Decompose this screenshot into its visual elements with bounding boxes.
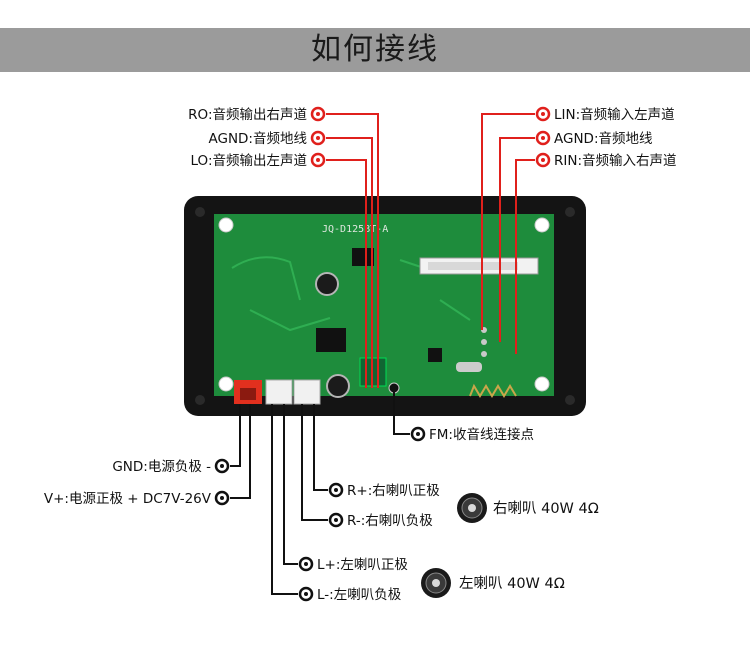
- crystal: [456, 362, 482, 372]
- screw-hole: [565, 395, 575, 405]
- mcu-chip: [428, 348, 442, 362]
- screw-hole: [565, 207, 575, 217]
- label-lplus: L+:左喇叭正极: [317, 557, 408, 573]
- label-rin: RIN:音频输入右声道: [554, 152, 677, 169]
- page-title: 如何接线: [311, 32, 439, 67]
- mount-hole: [534, 217, 550, 233]
- header-bar: 如何接线: [0, 28, 750, 72]
- label-rminus: R-:右喇叭负极: [347, 513, 433, 529]
- bt-module-pins: [428, 262, 518, 270]
- label-ro: RO:音频输出右声道: [188, 106, 307, 123]
- pcb-antenna: [469, 383, 517, 398]
- mount-hole: [218, 217, 234, 233]
- left-speaker-connector: [293, 379, 321, 405]
- mount-hole: [218, 376, 234, 392]
- screw-hole: [195, 207, 205, 217]
- ic-chip: [352, 248, 374, 266]
- fm-pad: [388, 382, 400, 394]
- label-right-speaker: 右喇叭 40W 4Ω: [493, 500, 599, 517]
- label-lin: LIN:音频输入左声道: [554, 106, 675, 123]
- audio-input-wires: [481, 113, 535, 354]
- ring-markers: [214, 106, 551, 602]
- label-left-speaker: 左喇叭 40W 4Ω: [459, 575, 565, 592]
- right-speaker-connector: [265, 379, 293, 405]
- label-vplus: V+:电源正极 + DC7V-26V: [44, 491, 212, 507]
- mount-hole: [534, 376, 550, 392]
- label-rplus: R+:右喇叭正极: [347, 483, 440, 499]
- label-gnd: GND:电源负极 -: [112, 459, 211, 475]
- input-pad: [481, 339, 487, 345]
- label-lo: LO:音频输出左声道: [191, 152, 307, 169]
- label-fm: FM:收音线连接点: [429, 426, 534, 443]
- power-speaker-wires: [230, 392, 410, 595]
- right-speaker-icon: [457, 493, 487, 523]
- left-speaker-icon: [421, 568, 451, 598]
- power-connector-socket: [240, 388, 256, 400]
- label-lminus: L-:左喇叭负极: [317, 587, 402, 603]
- audio-output-wires: [326, 113, 379, 388]
- amp-chip: [316, 328, 346, 352]
- capacitor: [326, 374, 350, 398]
- board-silkscreen: JQ-D125BT-A: [322, 224, 388, 235]
- capacitor: [315, 272, 339, 296]
- pcb-trace: [231, 256, 471, 332]
- screw-hole: [195, 395, 205, 405]
- label-agnd-left: AGND:音频地线: [208, 130, 307, 147]
- input-pad: [481, 351, 487, 357]
- label-agnd-right: AGND:音频地线: [554, 130, 653, 147]
